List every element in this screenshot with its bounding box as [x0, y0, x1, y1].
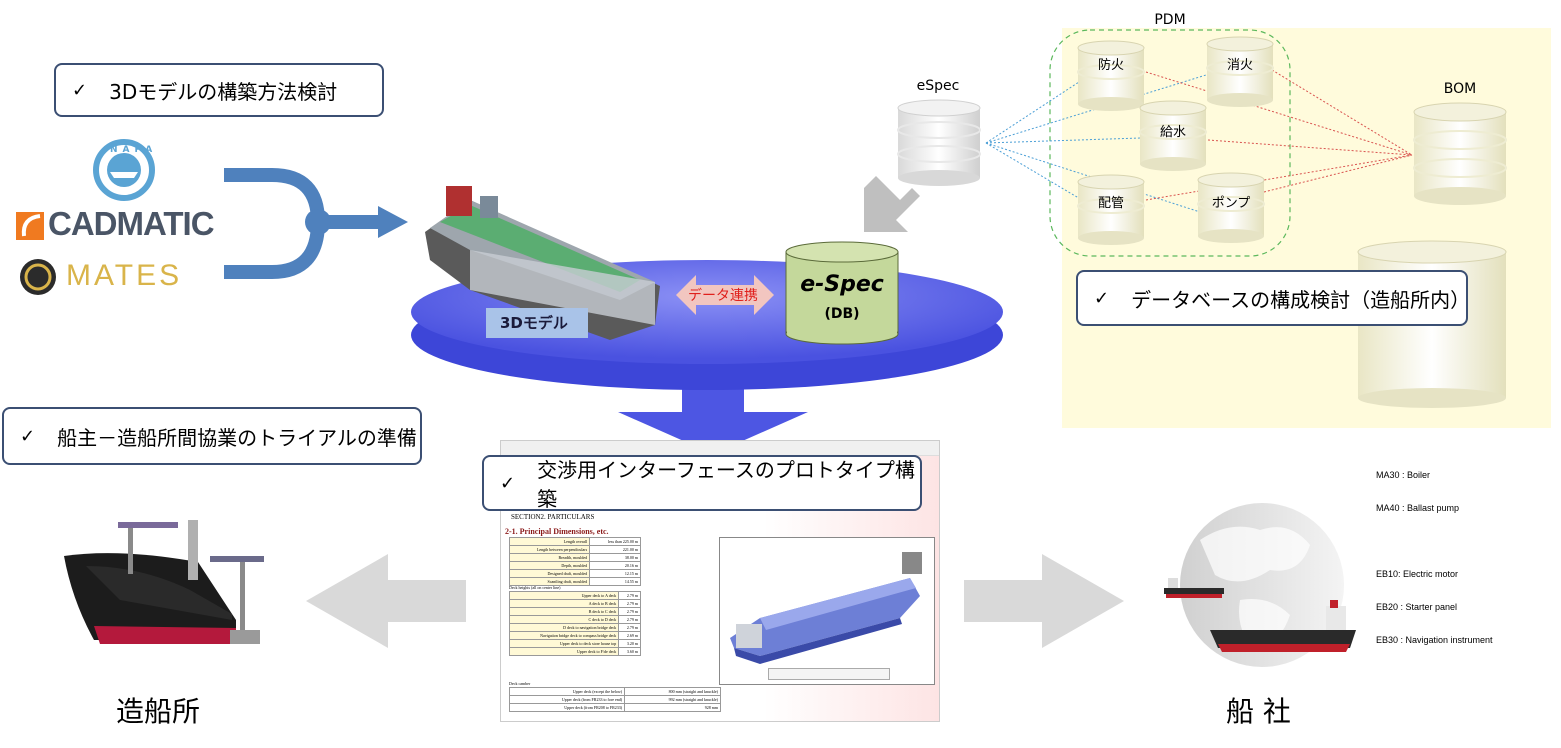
check-icon: ✓ [20, 425, 36, 447]
interface-prototype-screenshot: SECTION2. PARTICULARS 2-1. Principal Dim… [500, 440, 940, 722]
espec-label: eSpec [916, 78, 960, 94]
cadmatic-logo-text: CADMATIC [48, 205, 215, 242]
pdm-item-fire-fighting: 消火 [1226, 58, 1253, 73]
down-arrow [618, 380, 808, 454]
pdm-title: PDM [1154, 12, 1186, 28]
pdm-cylinder-2 [1206, 36, 1274, 107]
bom-entry [1376, 536, 1493, 547]
bom-entry: MA40 : Ballast pump [1376, 503, 1460, 513]
table-row: Upper deck (from FR233 to fore end)992 m… [508, 695, 721, 704]
callout-owner-trial-text: 船主－造船所間協業のトライアルの準備 [57, 425, 417, 450]
callout-db-config: ✓ データベースの構成検討（造船所内） [1076, 270, 1471, 326]
callout-model-method: ✓ 3Dモデルの構築方法検討 [54, 63, 384, 117]
merge-arrow-head [378, 206, 408, 238]
espec-cylinder [897, 99, 981, 186]
check-icon: ✓ [1094, 287, 1110, 309]
callout-owner-trial: ✓ 船主－造船所間協業のトライアルの準備 [2, 407, 422, 465]
bom-entry [1376, 371, 1493, 382]
bom-entry [1376, 404, 1493, 415]
check-icon: ✓ [500, 472, 516, 494]
viewer-ship-icon [730, 552, 922, 664]
table-row: Navigation bridge deck to compass bridge… [508, 631, 641, 640]
shipyard-ship-icon [64, 520, 264, 644]
deck-heights-label: Deck heights (all on center line) [509, 585, 561, 590]
pdm-cylinder-3 [1139, 100, 1207, 171]
merge-arrow [224, 168, 380, 279]
callout-interface-text: 交渉用インターフェースのプロトタイプ構築 [537, 458, 915, 511]
left-gray-arrow [306, 554, 466, 648]
owner-ship-small-icon [1164, 578, 1224, 598]
doc-heading: 2-1. Principal Dimensions, etc. [505, 527, 609, 536]
doc-section-title: SECTION2. PARTICULARS [511, 513, 595, 521]
data-link-label: データ連携 [688, 288, 758, 304]
bom-entry: EB30 : Navigation instrument [1376, 635, 1493, 645]
napa-logo-icon [93, 139, 155, 201]
pdm-item-water-supply: 給水 [1159, 125, 1186, 140]
right-gray-arrow [964, 554, 1124, 648]
model-label-box [486, 308, 588, 338]
mates-logo-text: MATES [66, 259, 183, 292]
ship-owner-label: 船 社 [1226, 695, 1291, 728]
pdm-cylinder-4 [1077, 174, 1145, 245]
bom-title: BOM [1443, 81, 1477, 97]
napa-logo-text: NAPA [110, 145, 158, 155]
callout-interface: ✓ 交渉用インターフェースのプロトタイプ構築 [482, 455, 922, 511]
shipyard-label: 造船所 [116, 695, 201, 728]
bom-entry: EB10: Electric motor [1376, 569, 1459, 579]
bom-entry [1376, 338, 1493, 349]
owner-ship-large-icon [1210, 600, 1356, 652]
deck-camber-table: Upper deck (except the below)800 mm (str… [508, 687, 721, 712]
pdm-cylinder-1 [1077, 40, 1145, 111]
table-row: Upper deck (from FR208 to FR233)928 mm [508, 703, 721, 712]
deck-camber-label: Deck camber [509, 681, 531, 686]
data-link-arrow [676, 275, 774, 315]
3d-viewer[interactable] [719, 537, 935, 685]
check-icon: ✓ [72, 79, 88, 101]
bom-cylinder [1413, 102, 1507, 205]
ship-3d-model-icon [425, 186, 660, 340]
model-label: 3Dモデル [500, 314, 568, 332]
espec-db-title: e-Spec [800, 272, 884, 297]
viewer-toolbar[interactable] [768, 668, 890, 680]
callout-model-method-text: 3Dモデルの構築方法検討 [109, 79, 338, 104]
pdm-item-piping: 配管 [1097, 196, 1124, 211]
pdm-item-pump: ポンプ [1211, 196, 1251, 211]
callout-db-config-text: データベースの構成検討（造船所内） [1131, 287, 1471, 312]
bom-entry: EB20 : Starter panel [1376, 602, 1458, 612]
table-row: Upper deck (except the below)800 mm (str… [508, 687, 721, 696]
espec-arrow [864, 176, 920, 232]
pdm-item-fire-prevention: 防火 [1097, 58, 1124, 73]
pdm-cylinder-5 [1197, 172, 1265, 243]
bom-entry: MA30 : Boiler [1376, 470, 1431, 480]
bom-entry [1376, 437, 1493, 448]
espec-db-cylinder [785, 241, 899, 345]
espec-db-sub: (DB) [824, 306, 860, 322]
pdm-bom-lines [1145, 69, 1413, 201]
